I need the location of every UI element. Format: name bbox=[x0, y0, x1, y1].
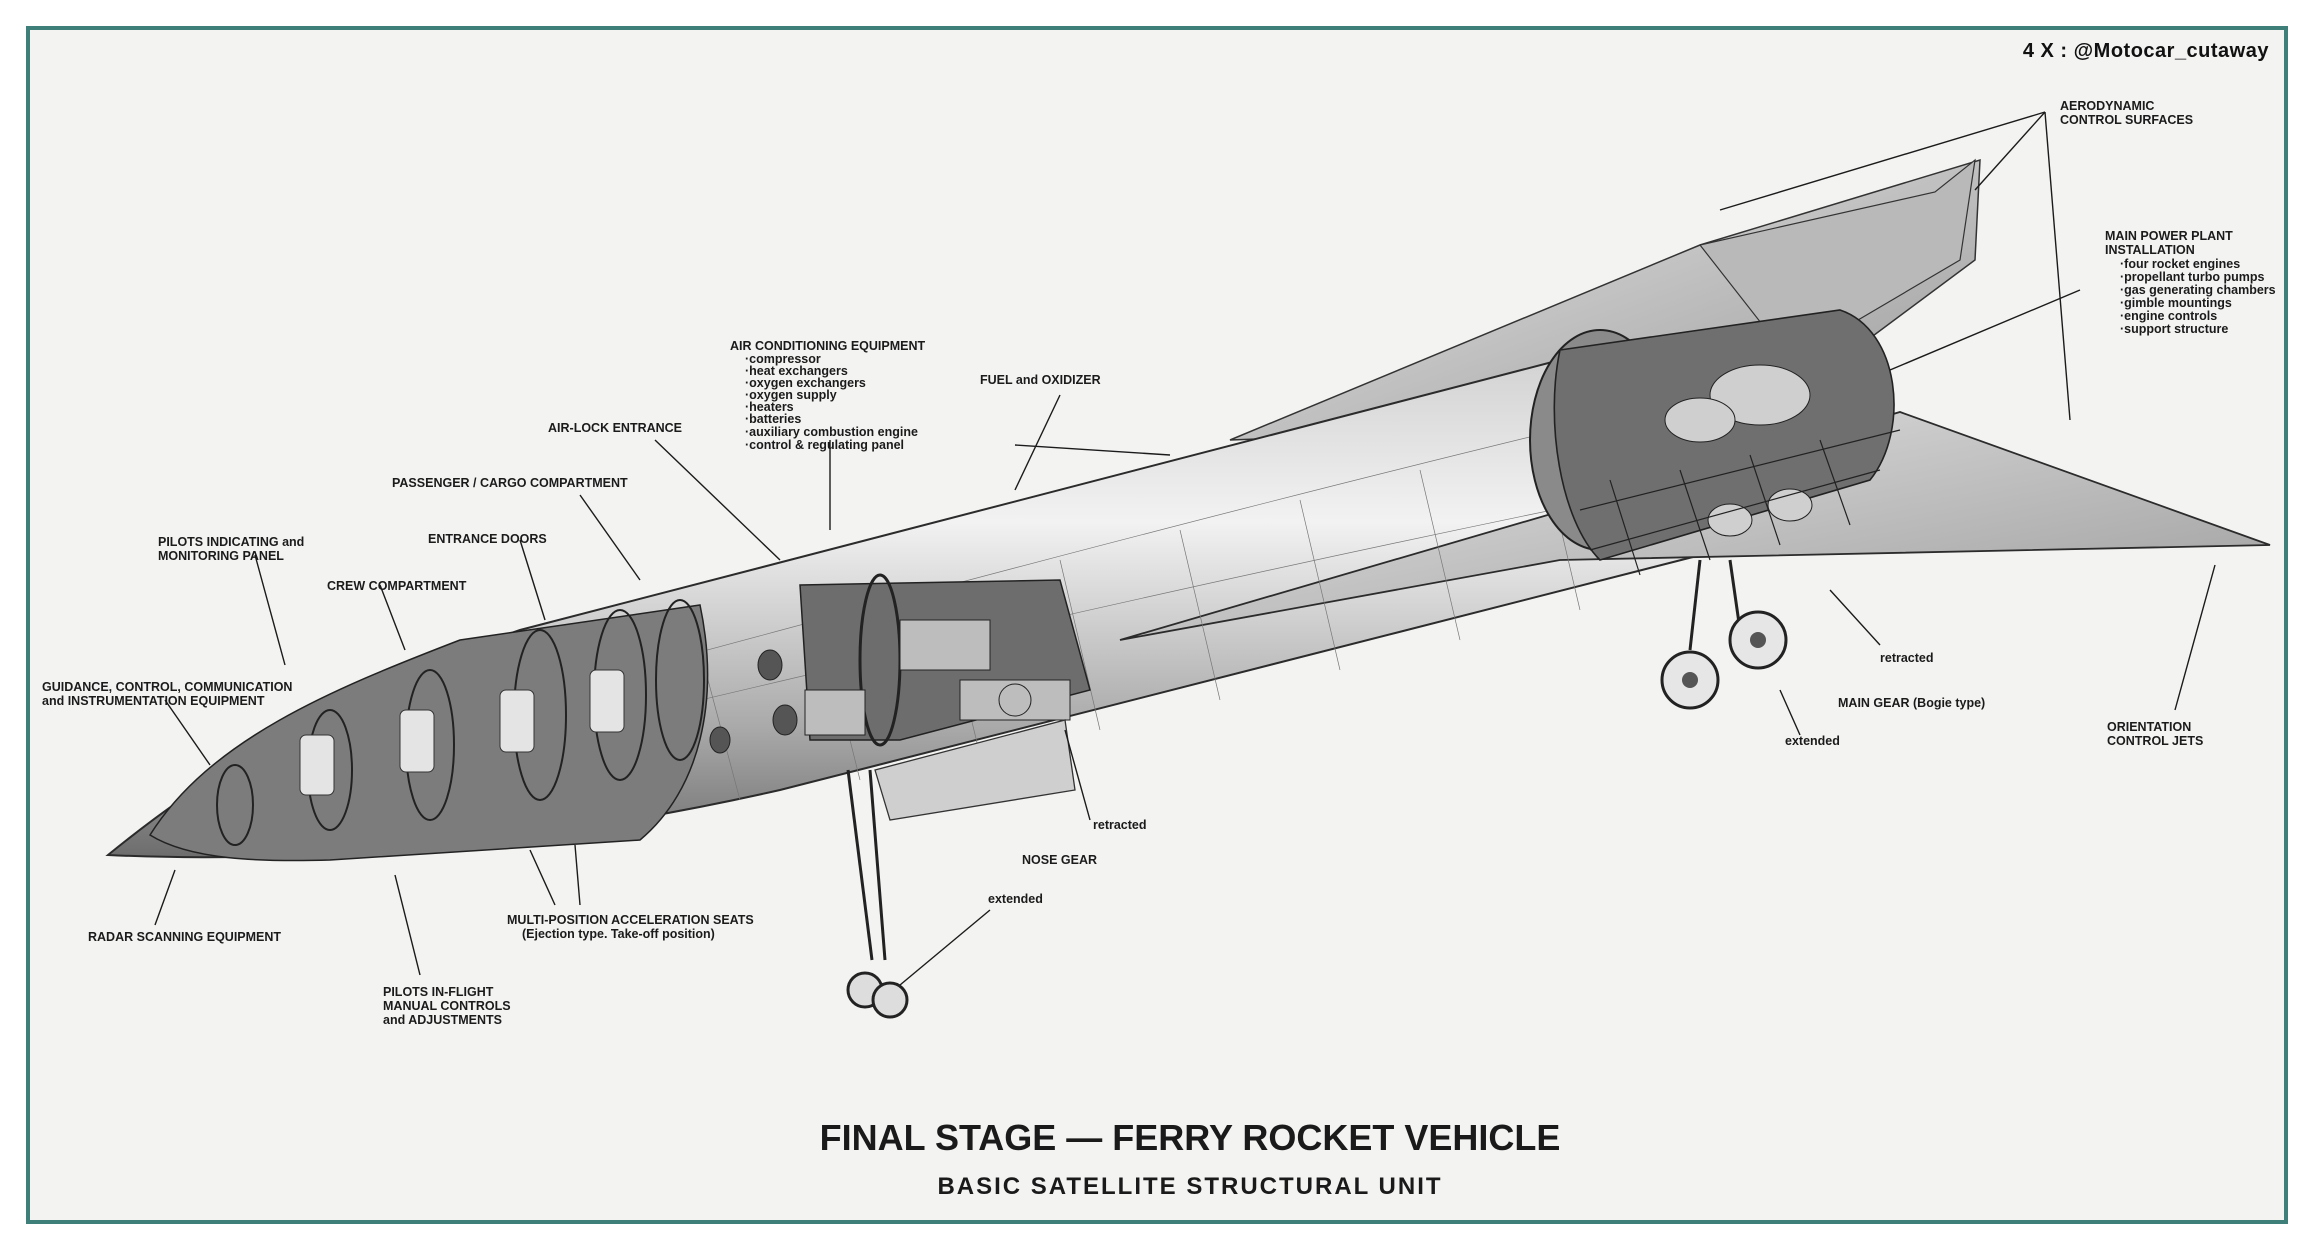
svg-text:·gas generating chambers: ·gas generating chambers bbox=[2120, 283, 2276, 297]
svg-text:PILOTS IN-FLIGHT: PILOTS IN-FLIGHT bbox=[383, 985, 494, 999]
label-air-conditioning: AIR CONDITIONING EQUIPMENT ·compressor ·… bbox=[730, 339, 926, 452]
svg-text:MONITORING PANEL: MONITORING PANEL bbox=[158, 549, 284, 563]
watermark: 4 X : @Motocar_cutaway bbox=[2022, 40, 2269, 62]
svg-text:·control & regulating panel: ·control & regulating panel bbox=[745, 438, 904, 452]
svg-text:·support structure: ·support structure bbox=[2120, 322, 2228, 336]
label-crew-compartment: CREW COMPARTMENT bbox=[327, 579, 467, 593]
portholes bbox=[709, 649, 798, 754]
diagram-title: FINAL STAGE — FERRY ROCKET VEHICLE bbox=[820, 1117, 1561, 1158]
svg-text:MULTI-POSITION ACCELERATION SE: MULTI-POSITION ACCELERATION SEATS bbox=[507, 913, 754, 927]
label-main-gear: MAIN GEAR (Bogie type) bbox=[1838, 696, 1985, 710]
ac-equipment bbox=[804, 619, 1071, 736]
svg-text:CONTROL JETS: CONTROL JETS bbox=[2107, 734, 2203, 748]
svg-text:·auxiliary combustion engine: ·auxiliary combustion engine bbox=[745, 425, 918, 439]
nose-gear-door bbox=[874, 719, 1076, 821]
label-nose-retracted: retracted bbox=[1093, 818, 1147, 832]
main-hub-front bbox=[1750, 632, 1766, 648]
svg-text:·gimble mountings: ·gimble mountings bbox=[2120, 296, 2232, 310]
label-main-power: MAIN POWER PLANT INSTALLATION ·four rock… bbox=[2105, 229, 2276, 336]
nose-wheel-right bbox=[871, 981, 909, 1019]
svg-text:ORIENTATION: ORIENTATION bbox=[2107, 720, 2191, 734]
svg-text:AIR CONDITIONING EQUIPMENT: AIR CONDITIONING EQUIPMENT bbox=[730, 339, 926, 353]
main-hub-rear bbox=[1682, 672, 1698, 688]
label-pilots-controls: PILOTS IN-FLIGHT MANUAL CONTROLS and ADJ… bbox=[383, 985, 511, 1027]
svg-text:INSTALLATION: INSTALLATION bbox=[2105, 243, 2195, 257]
svg-text:·heat exchangers: ·heat exchangers bbox=[745, 364, 848, 378]
label-passenger-cargo: PASSENGER / CARGO COMPARTMENT bbox=[392, 476, 628, 490]
label-radar: RADAR SCANNING EQUIPMENT bbox=[88, 930, 281, 944]
label-orientation-jets: ORIENTATION CONTROL JETS bbox=[2107, 720, 2203, 748]
diagram-subtitle: BASIC SATELLITE STRUCTURAL UNIT bbox=[937, 1173, 1442, 1200]
label-aero-control: AERODYNAMIC CONTROL SURFACES bbox=[2060, 99, 2193, 127]
svg-text:·oxygen supply: ·oxygen supply bbox=[745, 388, 837, 402]
leader-lines bbox=[154, 111, 2216, 986]
svg-text:PILOTS INDICATING and: PILOTS INDICATING and bbox=[158, 535, 304, 549]
label-acceleration-seats: MULTI-POSITION ACCELERATION SEATS (Eject… bbox=[507, 913, 754, 941]
svg-text:and INSTRUMENTATION EQUIPMENT: and INSTRUMENTATION EQUIPMENT bbox=[42, 694, 265, 708]
svg-text:(Ejection type. Take-off posi: (Ejection type. Take-off position) bbox=[522, 927, 715, 941]
svg-text:MAIN POWER PLANT: MAIN POWER PLANT bbox=[2105, 229, 2233, 243]
label-entrance-doors: ENTRANCE DOORS bbox=[428, 532, 547, 546]
svg-text:MANUAL CONTROLS: MANUAL CONTROLS bbox=[383, 999, 511, 1013]
label-main-extended: extended bbox=[1785, 734, 1840, 748]
seats bbox=[299, 669, 625, 796]
svg-text:GUIDANCE, CONTROL, COMMUNICATI: GUIDANCE, CONTROL, COMMUNICATION bbox=[42, 680, 292, 694]
svg-text:CONTROL SURFACES: CONTROL SURFACES bbox=[2060, 113, 2193, 127]
label-main-retracted: retracted bbox=[1880, 651, 1934, 665]
label-pilots-panel: PILOTS INDICATING and MONITORING PANEL bbox=[158, 535, 304, 563]
nose-gear-strut bbox=[846, 769, 887, 961]
svg-text:·heaters: ·heaters bbox=[745, 400, 794, 414]
label-air-lock: AIR-LOCK ENTRANCE bbox=[548, 421, 682, 435]
svg-text:·propellant turbo pumps: ·propellant turbo pumps bbox=[2120, 270, 2264, 284]
svg-text:·engine controls: ·engine controls bbox=[2120, 309, 2217, 323]
svg-text:·compressor: ·compressor bbox=[745, 352, 821, 366]
svg-text:and ADJUSTMENTS: and ADJUSTMENTS bbox=[383, 1013, 502, 1027]
svg-text:·four rocket engines: ·four rocket engines bbox=[2120, 257, 2240, 271]
svg-text:·oxygen exchangers: ·oxygen exchangers bbox=[745, 376, 866, 390]
label-nose-gear: NOSE GEAR bbox=[1022, 853, 1097, 867]
label-fuel-oxidizer: FUEL and OXIDIZER bbox=[980, 373, 1101, 387]
label-nose-extended: extended bbox=[988, 892, 1043, 906]
svg-text:AERODYNAMIC: AERODYNAMIC bbox=[2060, 99, 2154, 113]
rocket-engines bbox=[1664, 364, 1813, 537]
label-guidance: GUIDANCE, CONTROL, COMMUNICATION and INS… bbox=[42, 680, 292, 708]
svg-text:·batteries: ·batteries bbox=[745, 412, 801, 426]
engine-truss bbox=[1579, 429, 1901, 576]
